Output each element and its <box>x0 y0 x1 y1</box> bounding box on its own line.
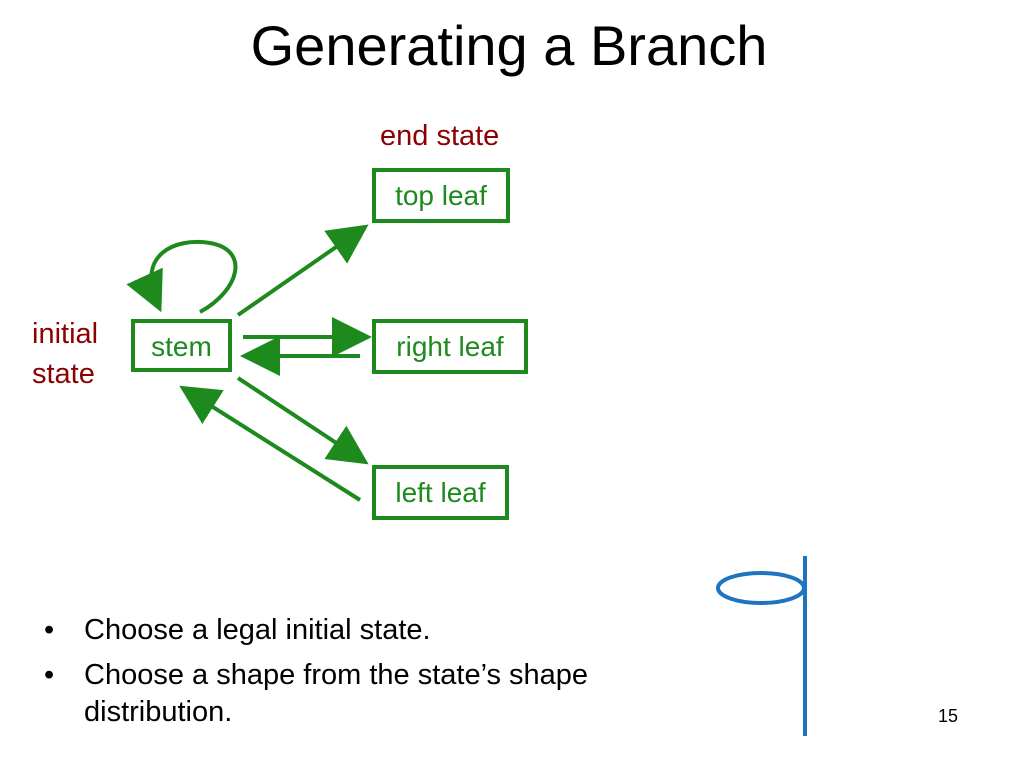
bullet-dot-icon: • <box>44 614 55 646</box>
left-leaf-to-stem-arrow <box>179 385 362 502</box>
bullet-dot-icon: • <box>44 659 55 691</box>
slide-title: Generating a Branch <box>250 14 768 77</box>
bullet-text: Choose a shape from the state’s shape di… <box>84 659 589 728</box>
bullet-item: • Choose a shape from the state’s shape … <box>44 657 604 731</box>
right-leaf-node: right leaf <box>372 319 528 374</box>
end-state-label: end state <box>380 120 500 152</box>
top-leaf-node: top leaf <box>372 168 510 223</box>
bullet-list: • Choose a legal initial state. • Choose… <box>44 612 604 739</box>
bullet-text: Choose a legal initial state. <box>84 614 431 646</box>
stem-self-loop-arrow <box>126 240 238 314</box>
initial-state-label: initial state <box>32 318 99 390</box>
bullet-item: • Choose a legal initial state. <box>44 612 604 649</box>
page-number: 15 <box>938 706 959 726</box>
branch-shape-leaf-ellipse <box>716 571 806 605</box>
left-leaf-node: left leaf <box>372 465 509 520</box>
stem-node: stem <box>131 319 232 372</box>
stem-to-left-leaf-arrow <box>236 376 369 465</box>
stem-to-top-leaf-arrow <box>236 224 369 317</box>
